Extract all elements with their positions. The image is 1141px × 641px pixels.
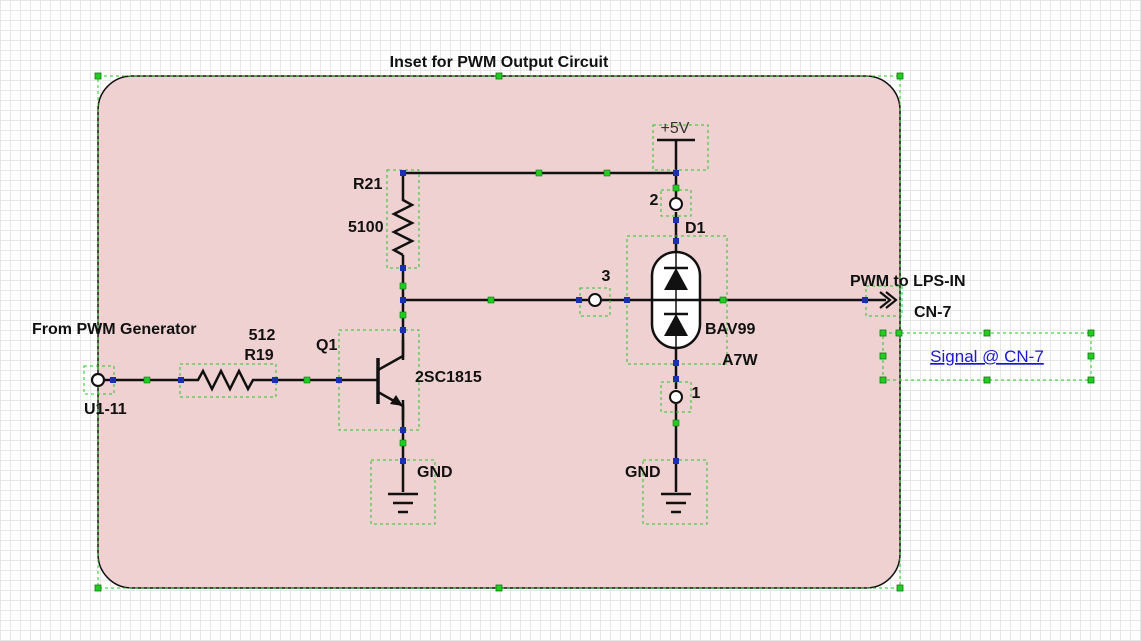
probe-link[interactable]: Signal @ CN-7 bbox=[930, 347, 1044, 366]
ground-icon bbox=[661, 492, 691, 514]
r21-ref: R21 bbox=[353, 176, 382, 193]
diode-d1[interactable] bbox=[626, 235, 728, 365]
d1-pin-1-label: 1 bbox=[692, 385, 701, 402]
probe-box[interactable] bbox=[879, 329, 1095, 384]
d1-marking: A7W bbox=[722, 352, 758, 369]
r19-ref: R19 bbox=[244, 347, 273, 364]
connector-arrow-icon bbox=[879, 291, 898, 309]
r19-value: 512 bbox=[249, 327, 276, 344]
inset-title: Inset for PWM Output Circuit bbox=[390, 54, 609, 71]
ground-left-label: GND bbox=[417, 464, 453, 481]
resistor-icon bbox=[186, 368, 268, 392]
output-connector-label: CN-7 bbox=[914, 304, 951, 321]
d1-part: BAV99 bbox=[705, 321, 755, 338]
q1-ref: Q1 bbox=[316, 337, 337, 354]
d1-pin-2-label: 2 bbox=[650, 192, 659, 209]
dual-diode-icon bbox=[650, 250, 702, 350]
ground-icon bbox=[388, 492, 418, 514]
output-label: PWM to LPS-IN bbox=[850, 273, 966, 290]
transistor-q1[interactable] bbox=[338, 329, 420, 431]
input-pin-label: U1-11 bbox=[84, 401, 127, 418]
inset-frame[interactable] bbox=[97, 75, 901, 589]
q1-part: 2SC1815 bbox=[415, 369, 482, 386]
npn-transistor-icon bbox=[350, 340, 405, 420]
supply-label: +5V bbox=[661, 120, 690, 137]
d1-ref: D1 bbox=[685, 220, 706, 237]
connection-nodes bbox=[110, 170, 868, 464]
r21-value: 5100 bbox=[348, 219, 384, 236]
d1-pin-3-label: 3 bbox=[602, 268, 611, 285]
resistor-icon bbox=[391, 192, 415, 257]
power-supply-5v[interactable] bbox=[652, 124, 709, 171]
wire-handles bbox=[143, 169, 727, 447]
inset-selection-handles[interactable] bbox=[94, 72, 904, 592]
ground-right-label: GND bbox=[625, 464, 661, 481]
input-label: From PWM Generator bbox=[32, 321, 196, 338]
